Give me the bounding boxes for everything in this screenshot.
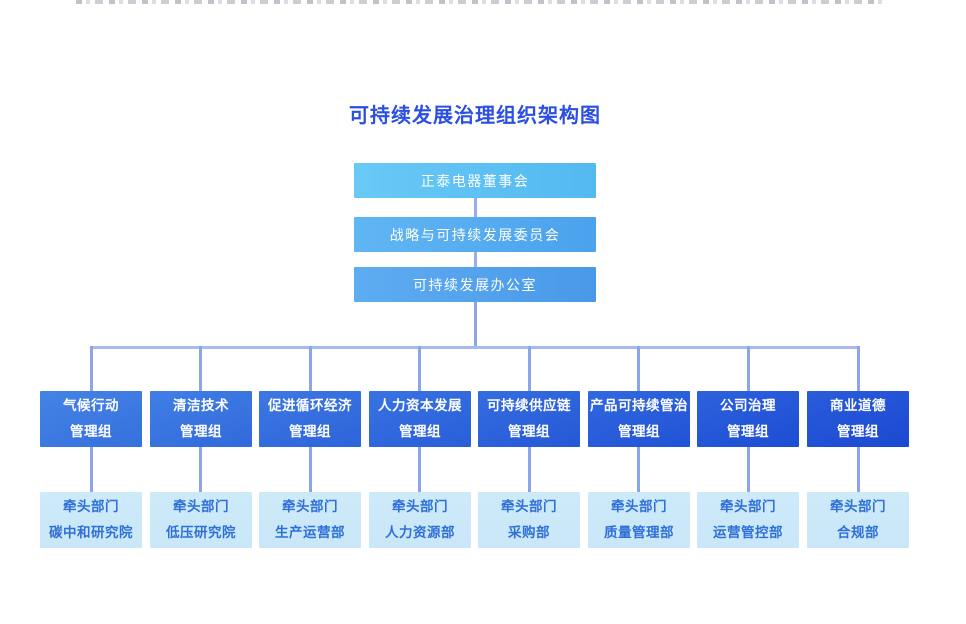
group-name: 促进循环经济: [268, 398, 352, 414]
lead-dept-compliance: 牵头部门 合规部: [807, 492, 909, 548]
org-node-group-supplychain: 可持续供应链 管理组: [478, 391, 580, 447]
lead-dept-lowvoltage-institute: 牵头部门 低压研究院: [150, 492, 252, 548]
lead-prefix: 牵头部门: [282, 499, 338, 515]
lead-prefix: 牵头部门: [63, 499, 119, 515]
chart-title: 可持续发展治理组织架构图: [349, 105, 601, 127]
lead-dept-name: 质量管理部: [604, 525, 674, 540]
org-node-group-circular: 促进循环经济 管理组: [259, 391, 361, 447]
group-suffix: 管理组: [289, 424, 331, 439]
org-node-office-label: 可持续发展办公室: [413, 276, 537, 293]
lead-dept-name: 低压研究院: [166, 525, 236, 540]
org-node-group-climate: 气候行动 管理组: [40, 391, 142, 447]
org-node-group-cleantech: 清洁技术 管理组: [150, 391, 252, 447]
org-node-office: 可持续发展办公室: [354, 267, 596, 302]
org-node-board-label: 正泰电器董事会: [420, 172, 530, 189]
org-node-board: 正泰电器董事会: [354, 163, 596, 198]
org-node-committee: 战略与可持续发展委员会: [354, 217, 596, 252]
connector-office-trunk: [474, 302, 477, 348]
lead-dept-name: 运营管控部: [713, 525, 783, 540]
lead-dept-procurement: 牵头部门 采购部: [478, 492, 580, 548]
lead-prefix: 牵头部门: [501, 499, 557, 515]
group-name: 产品可持续管治: [590, 398, 688, 414]
lead-dept-name: 人力资源部: [385, 525, 455, 540]
connector-board-committee: [474, 198, 477, 217]
group-suffix: 管理组: [399, 424, 441, 439]
group-suffix: 管理组: [837, 424, 879, 439]
group-suffix: 管理组: [70, 424, 112, 439]
lead-dept-quality: 牵头部门 质量管理部: [588, 492, 690, 548]
lead-dept-carbon-institute: 牵头部门 碳中和研究院: [40, 492, 142, 548]
group-suffix: 管理组: [727, 424, 769, 439]
lead-prefix: 牵头部门: [720, 499, 776, 515]
group-suffix: 管理组: [618, 424, 660, 439]
lead-prefix: 牵头部门: [830, 499, 886, 515]
clipped-text-remnant: [76, 0, 882, 4]
group-name: 人力资本发展: [378, 398, 462, 414]
group-name: 可持续供应链: [487, 398, 571, 414]
group-name: 清洁技术: [173, 398, 229, 414]
lead-dept-opsmgmt: 牵头部门 运营管控部: [697, 492, 799, 548]
group-suffix: 管理组: [508, 424, 550, 439]
lead-dept-operations: 牵头部门 生产运营部: [259, 492, 361, 548]
lead-prefix: 牵头部门: [173, 499, 229, 515]
lead-prefix: 牵头部门: [392, 499, 448, 515]
org-node-group-humancapital: 人力资本发展 管理组: [369, 391, 471, 447]
lead-dept-name: 合规部: [837, 525, 879, 540]
group-name: 气候行动: [63, 398, 119, 414]
lead-dept-name: 碳中和研究院: [49, 525, 133, 540]
connector-horizontal-bar: [90, 346, 859, 349]
group-name: 公司治理: [720, 398, 776, 414]
org-node-group-product: 产品可持续管治 管理组: [588, 391, 690, 447]
lead-dept-name: 采购部: [508, 525, 550, 540]
org-node-group-ethics: 商业道德 管理组: [807, 391, 909, 447]
lead-prefix: 牵头部门: [611, 499, 667, 515]
lead-dept-hr: 牵头部门 人力资源部: [369, 492, 471, 548]
group-suffix: 管理组: [180, 424, 222, 439]
org-node-group-governance: 公司治理 管理组: [697, 391, 799, 447]
lead-dept-name: 生产运营部: [275, 525, 345, 540]
connector-committee-office: [474, 252, 477, 268]
group-name: 商业道德: [830, 398, 886, 414]
org-node-committee-label: 战略与可持续发展委员会: [389, 226, 561, 243]
